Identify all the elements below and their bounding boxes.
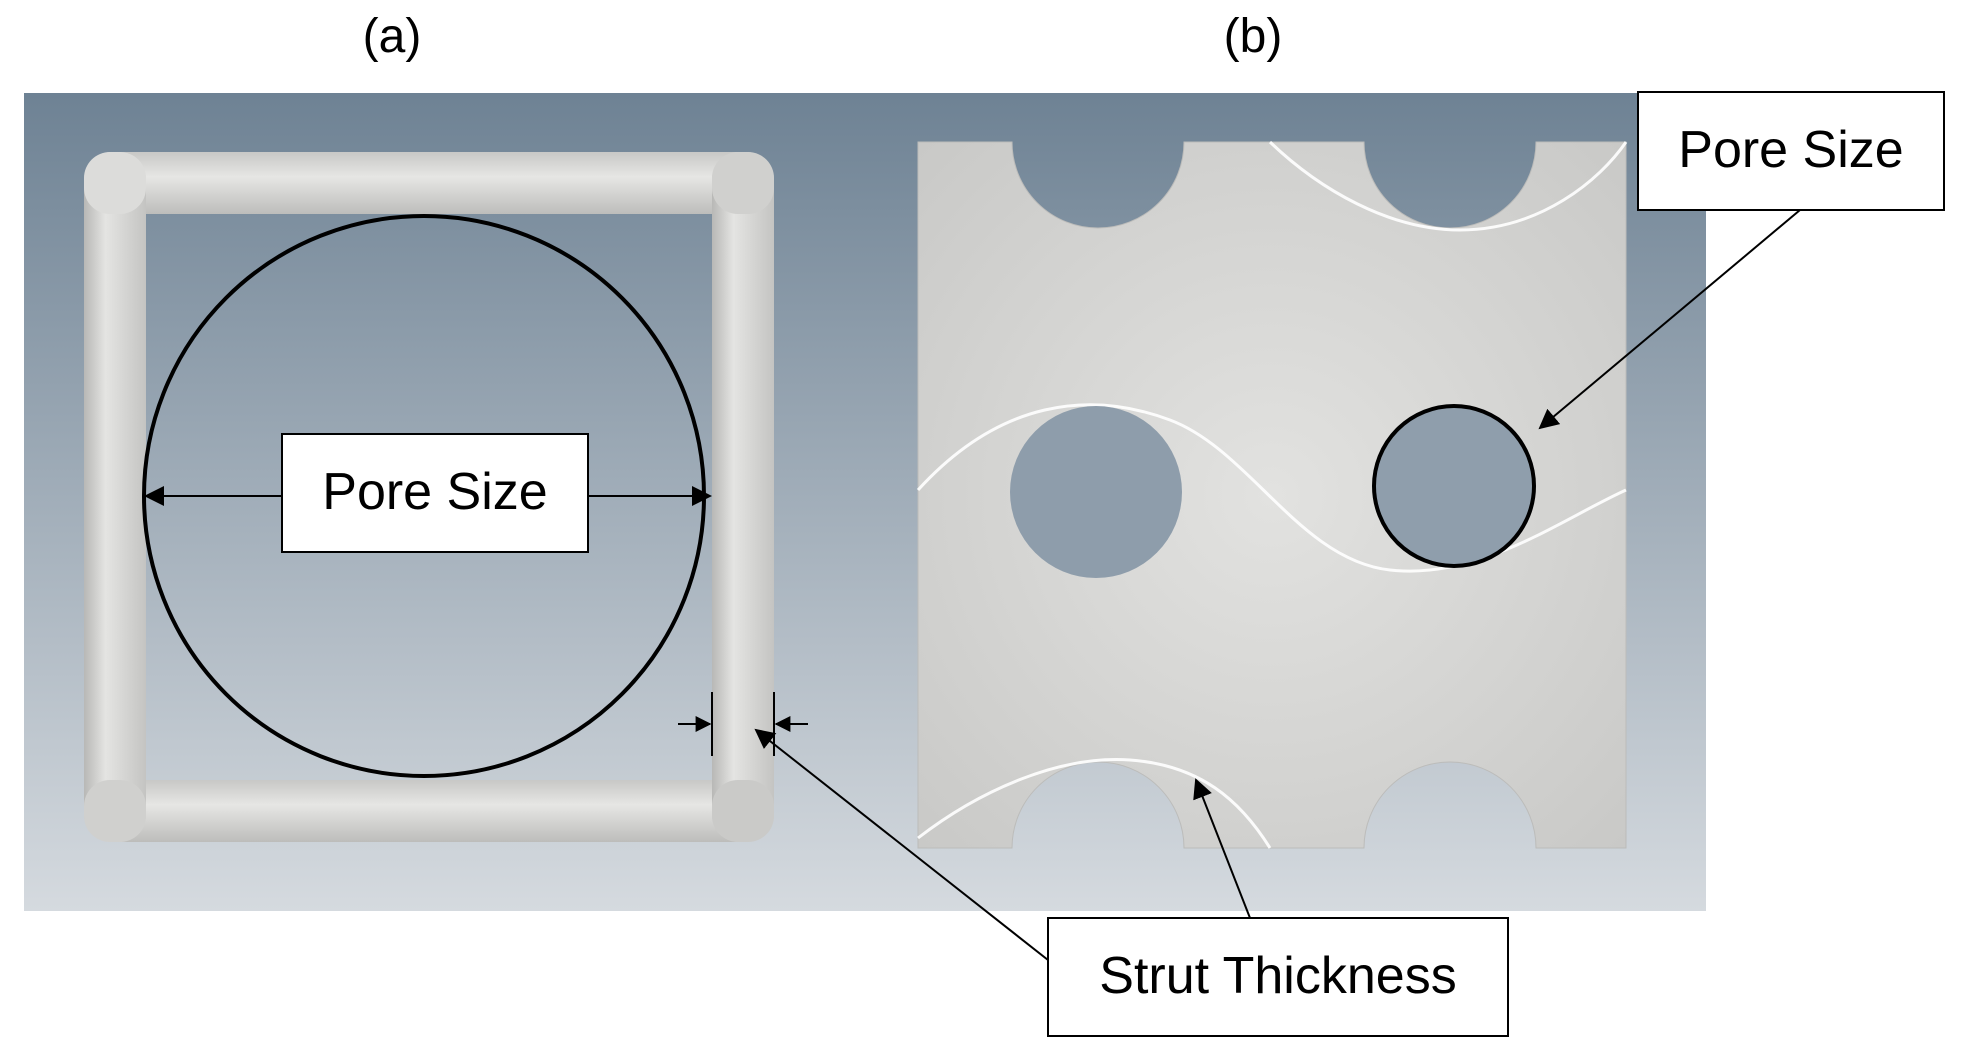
tpms-surface: [917, 141, 1627, 849]
tpms-unit-cell: [916, 140, 1628, 849]
tpms-pore-middle-left: [1010, 406, 1182, 578]
tpms-ridge-middle: [916, 403, 1627, 573]
strut-thickness-leader-a: [754, 728, 1049, 961]
strut-thickness-text: Strut Thickness: [1099, 947, 1456, 1005]
cubic-unit-cell: [84, 152, 774, 842]
joint-top-left: [84, 152, 146, 214]
strut-thickness-leader-b: [1193, 778, 1251, 919]
pore-size-text-a: Pore Size: [322, 463, 547, 521]
pore-size-label-a: Pore Size: [281, 433, 589, 553]
panel-label-a: (a): [363, 10, 422, 63]
panel-b: Pore Size: [846, 91, 1945, 911]
joint-bottom-right: [712, 780, 774, 842]
strut-bottom: [84, 780, 772, 842]
tpms-ridge-bottom: [917, 758, 1272, 849]
pore-circle-b: [1372, 404, 1536, 568]
strut-top: [84, 152, 772, 214]
tpms-pore-middle-right: [1374, 406, 1534, 566]
strut-right: [712, 152, 774, 842]
panel-a: Pore Size: [24, 93, 846, 911]
strut-left: [84, 152, 146, 842]
strut-thickness-label: Strut Thickness: [1047, 917, 1509, 1037]
pore-size-leader-b: [1538, 209, 1801, 430]
pore-size-label-b: Pore Size: [1637, 91, 1945, 211]
tpms-ridge-top: [1268, 140, 1628, 232]
joint-top-right: [712, 152, 774, 214]
joint-bottom-left: [84, 780, 146, 842]
panel-label-b: (b): [1224, 10, 1283, 63]
pore-size-text-b: Pore Size: [1678, 121, 1903, 179]
